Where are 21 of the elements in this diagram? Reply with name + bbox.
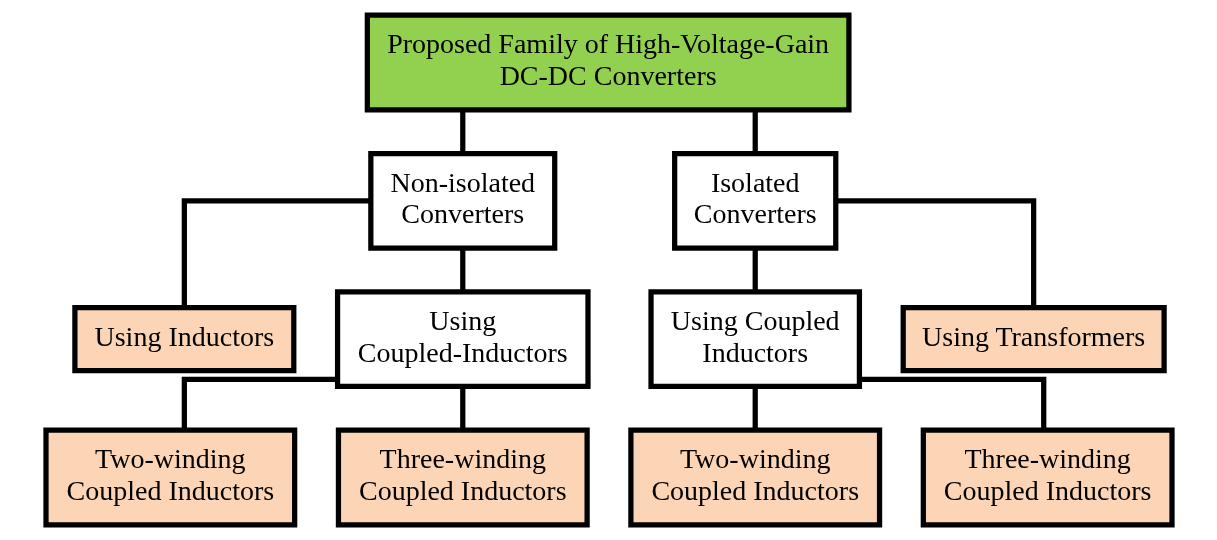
- connector: [752, 110, 758, 154]
- connector: [752, 248, 758, 292]
- node-box: Using Inductors: [71, 305, 296, 374]
- connector: [752, 386, 758, 430]
- connector: [859, 376, 1046, 431]
- node-box: Three-winding Coupled Inductors: [920, 427, 1175, 528]
- connector: [836, 198, 1036, 308]
- node-box: Two-winding Coupled Inductors: [42, 427, 297, 528]
- connector: [181, 198, 371, 308]
- node-box: Proposed Family of High-Voltage-Gain DC-DC Converters: [364, 12, 852, 113]
- node-box: Using Coupled-Inductors: [334, 289, 591, 390]
- node-box: Isolated Converters: [671, 150, 838, 251]
- node-box: Using Transformers: [900, 305, 1167, 374]
- connector: [181, 376, 337, 431]
- node-box: Three-winding Coupled Inductors: [335, 427, 590, 528]
- connector: [459, 248, 465, 292]
- node-box: Using Coupled Inductors: [647, 289, 862, 390]
- node-box: Two-winding Coupled Inductors: [627, 427, 882, 528]
- connector: [459, 110, 465, 154]
- node-box: Non-isolated Converters: [367, 150, 557, 251]
- connector: [459, 386, 465, 430]
